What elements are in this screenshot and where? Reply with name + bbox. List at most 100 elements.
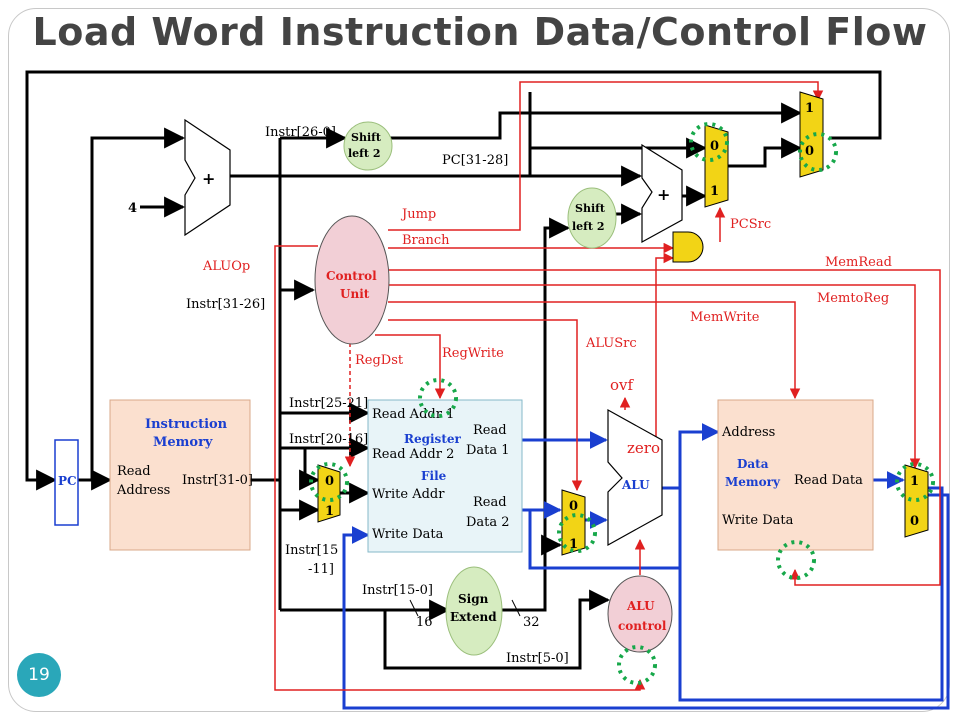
pc-label: PC (58, 474, 77, 488)
label-32: 32 (523, 615, 540, 630)
pcsrc-mux-1: 1 (710, 184, 719, 199)
shift-left-jump (343, 121, 393, 171)
ctrl-alusrc (388, 319, 583, 492)
alusrc-mux-0: 0 (569, 499, 578, 514)
ctrl-and-in-zero (655, 252, 675, 445)
tick-32 (511, 599, 521, 617)
pcsrc-mux: 0 1 (704, 124, 729, 208)
imem-read-2: Address (116, 483, 170, 498)
control-label-1: Control (326, 269, 377, 283)
shift-left-branch (567, 187, 617, 249)
alu (607, 408, 663, 547)
pcsrc-mux-0: 0 (710, 139, 719, 154)
highlight-alusrc-mux (557, 513, 597, 553)
wire-signext-to-shift2 (543, 217, 571, 610)
dmem-title-1: Data (737, 457, 769, 471)
highlight-regdst-mux (309, 462, 349, 502)
dmem-address: Address (721, 425, 775, 440)
highlight-jump-mux (798, 132, 838, 172)
ctrl-jump (388, 81, 824, 231)
label-pcsrc: PCSrc (730, 217, 771, 232)
dmem-write-data: Write Data (722, 513, 794, 528)
imem-instr-out: Instr[31-0] (182, 473, 253, 488)
wire-alu-bypass (678, 486, 944, 702)
reg-read-data1-2: Data 1 (466, 443, 510, 458)
wire-shift1-out (390, 102, 803, 140)
label-branch: Branch (402, 233, 450, 248)
wire-alu-out-addr (662, 423, 720, 490)
dmem-title-2: Memory (725, 475, 781, 489)
reg-read-addr2: Read Addr 2 (372, 447, 454, 462)
label-memread: MemRead (825, 255, 892, 270)
instruction-memory (109, 399, 251, 551)
label-memwrite: MemWrite (690, 310, 760, 325)
reg-read-addr1: Read Addr 1 (372, 407, 454, 422)
register-file (367, 399, 523, 553)
highlight-memread (776, 540, 816, 580)
memtoreg-mux-0: 0 (910, 514, 919, 529)
data-memory (717, 399, 874, 551)
imem-title-2: Memory (153, 435, 213, 450)
sign-extend (445, 566, 503, 656)
label-regdst: RegDst (355, 353, 404, 368)
pc-adder-plus: + (202, 169, 215, 188)
reg-read-data2-2: Data 2 (466, 515, 510, 530)
control-wires (274, 81, 941, 691)
alu-ovf: ovf (610, 376, 635, 394)
ctrl-memtoreg (388, 284, 921, 470)
wire-jump-to-pc (25, 70, 882, 491)
four-label: 4 (128, 201, 137, 216)
branch-adder-plus: + (657, 185, 670, 204)
slide-title: Load Word Instruction Data/Control Flow (32, 10, 928, 54)
branch-adder (641, 143, 683, 244)
jump-mux-body (799, 91, 824, 178)
alusrc-mux: 0 1 (561, 489, 586, 556)
wire-writeback (342, 493, 950, 710)
regdst-mux: 0 1 (317, 464, 341, 523)
wire-instr-5-0 (383, 589, 611, 670)
highlight-pcsrc-mux (689, 122, 729, 162)
shift1-label-1: Shift (351, 131, 382, 144)
label-instr-25-21: Instr[25-21] (289, 396, 368, 411)
reg-write-data: Write Data (372, 527, 444, 542)
control-label-2: Unit (340, 287, 370, 301)
label-16: 16 (416, 615, 433, 630)
alusrc-mux-body (561, 489, 586, 556)
branch-and-gate (672, 231, 704, 263)
label-regwrite: RegWrite (442, 346, 504, 361)
alu-zero: zero (627, 439, 660, 457)
label-instr-31-26: Instr[31-26] (186, 297, 265, 312)
wire-pc-to-adder (90, 127, 186, 480)
label-jump: Jump (400, 207, 436, 222)
label-alusrc: ALUSrc (585, 336, 637, 351)
shift2-label-2: left 2 (572, 220, 604, 233)
regdst-mux-1: 1 (325, 504, 334, 519)
label-pc-31-28: PC[31-28] (442, 153, 508, 168)
shift2-label-1: Shift (575, 202, 606, 215)
jump-mux: 1 0 (799, 91, 824, 178)
label-instr-15-11-b: -11] (308, 562, 334, 577)
jump-mux-0: 0 (805, 144, 814, 159)
active-path (342, 423, 950, 710)
alusrc-mux-1: 1 (569, 537, 578, 552)
ctrl-memwrite (388, 301, 801, 400)
label-instr-15-0: Instr[15-0] (362, 583, 433, 598)
imem-title-1: Instruction (145, 417, 228, 432)
sign-extend-label-2: Extend (450, 610, 497, 624)
label-instr-20-16: Instr[20-16] (289, 432, 368, 447)
pc-adder (184, 118, 231, 237)
regdst-mux-0: 0 (325, 474, 334, 489)
alu-label: ALU (621, 478, 650, 492)
reg-title-2: File (421, 469, 447, 483)
wire-instr-20-16 (280, 446, 321, 491)
pc-register (54, 439, 79, 526)
label-memtoreg: MemtoReg (817, 291, 889, 306)
tick-16 (409, 599, 419, 617)
alu-control-label-2: control (618, 619, 667, 633)
reg-write-addr: Write Addr (372, 487, 445, 502)
label-instr-15-11-a: Instr[15 (285, 543, 338, 558)
slide-border (8, 8, 950, 712)
reg-title-1: Register (404, 432, 461, 446)
shift1-label-2: left 2 (348, 147, 380, 160)
